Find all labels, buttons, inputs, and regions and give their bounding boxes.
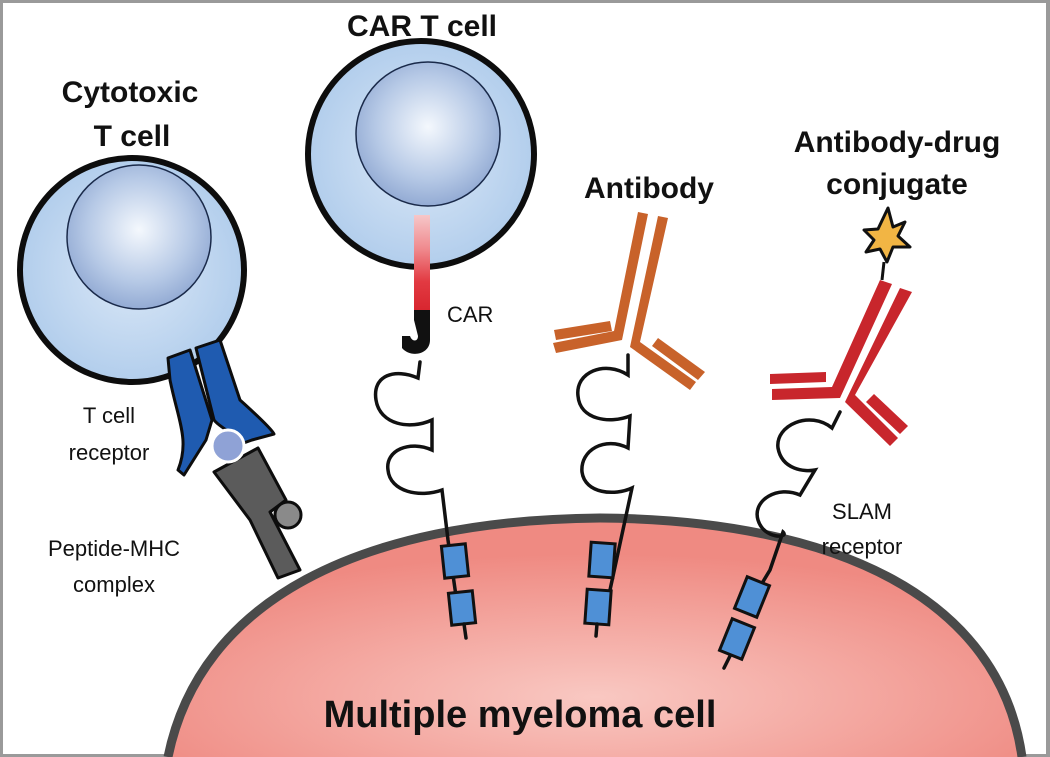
drug-linker xyxy=(880,261,886,281)
slam-receptor-car xyxy=(373,360,478,640)
cytotoxic-t-cell-title-line1: Cytotoxic xyxy=(62,76,199,109)
mhc-beta2m xyxy=(273,500,303,530)
cytotoxic-t-cell xyxy=(17,155,247,385)
tcr-label-line1: T cell xyxy=(83,403,135,428)
antibody-title: Antibody xyxy=(584,172,714,205)
slam-tail xyxy=(594,622,599,638)
t-cell-receptor xyxy=(166,338,276,477)
antibody-drug-conjugate xyxy=(770,206,912,446)
car-t-cell-title: CAR T cell xyxy=(347,10,497,43)
antibody xyxy=(553,212,705,390)
peptide-mhc-complex xyxy=(212,446,303,580)
car-binding-domain xyxy=(402,310,430,354)
adc-light-chain-right xyxy=(866,394,908,434)
pmhc-label-line2: complex xyxy=(73,572,155,597)
myeloma-cell-title: Multiple myeloma cell xyxy=(324,694,717,736)
antibody-heavy-chain-left xyxy=(553,212,648,353)
slam-coil-domain xyxy=(755,410,842,592)
slam-intracellular-domain xyxy=(583,587,613,627)
adc-title-line1: Antibody-drug xyxy=(794,126,1001,159)
pmhc-label-line1: Peptide-MHC xyxy=(48,536,180,561)
slam-intracellular-domain xyxy=(446,589,478,627)
drug-payload-star-icon xyxy=(862,206,912,264)
slam-transmembrane-domain xyxy=(439,542,471,580)
slam-label-line1: SLAM xyxy=(832,499,892,524)
cytotoxic-t-cell-title-line2: T cell xyxy=(94,120,171,153)
car-t-cell xyxy=(305,38,537,354)
adc-heavy-chain-right xyxy=(845,288,912,446)
slam-transmembrane-domain xyxy=(732,574,772,620)
slam-label-line2: receptor xyxy=(822,534,903,559)
slam-coil-domain xyxy=(373,360,460,612)
slam-tail xyxy=(462,622,468,640)
myeloma-cell xyxy=(163,513,1027,757)
tcr-beta-chain xyxy=(194,338,276,447)
car-intracellular-domain xyxy=(414,215,430,310)
t-cell-nucleus xyxy=(66,164,212,310)
peptide-antigen xyxy=(210,428,246,464)
adc-title-line2: conjugate xyxy=(826,168,968,201)
slam-tail xyxy=(722,654,732,670)
mhc-stalk xyxy=(212,446,302,580)
cell-membrane xyxy=(163,513,1027,757)
slam-receptor-antibody xyxy=(576,353,635,638)
slam-coil-domain xyxy=(576,353,635,592)
car-label: CAR xyxy=(447,302,493,327)
tcr-alpha-chain xyxy=(166,348,214,477)
slam-receptor-adc xyxy=(717,410,842,670)
antibody-light-chain-left xyxy=(554,321,612,340)
myeloma-cytoplasm xyxy=(168,518,1022,757)
antibody-light-chain-right xyxy=(652,338,705,380)
antibody-heavy-chain-right xyxy=(630,216,696,390)
slam-transmembrane-domain xyxy=(587,540,617,580)
car-t-cell-nucleus xyxy=(355,61,501,207)
tcr-label-line2: receptor xyxy=(69,440,150,465)
adc-light-chain-left xyxy=(770,372,826,384)
adc-heavy-chain-left xyxy=(772,280,892,400)
